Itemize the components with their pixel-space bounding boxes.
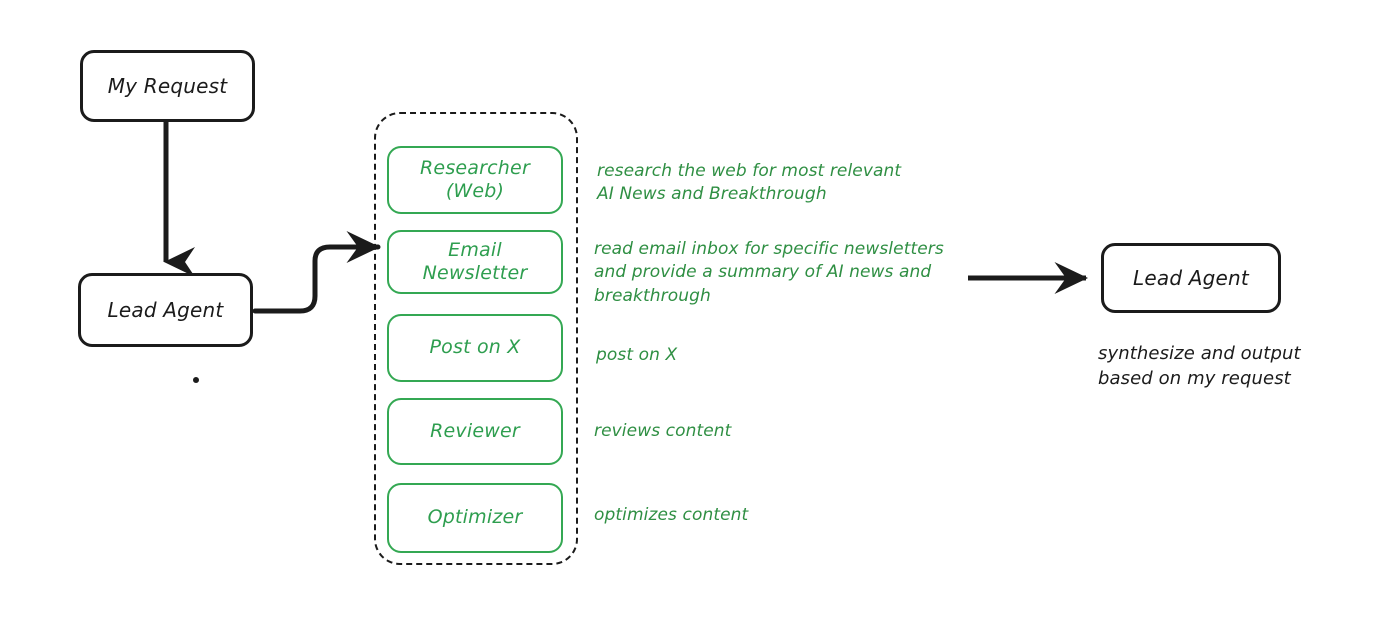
annotation-reviewer: reviews content xyxy=(594,421,732,441)
node-optimizer-label: Optimizer xyxy=(427,506,523,529)
ink-dot-mark xyxy=(193,377,199,383)
annotation-optimizer: optimizes content xyxy=(594,505,749,525)
node-reviewer[interactable]: Reviewer xyxy=(387,398,563,465)
node-lead-agent-left-label: Lead Agent xyxy=(107,297,224,322)
connector-lead-to-subagents xyxy=(252,230,381,314)
annotation-email-newsletter: read email inbox for specific newsletter… xyxy=(594,239,944,306)
node-my-request[interactable]: My Request xyxy=(80,50,255,122)
node-post-on-x-label: Post on X xyxy=(429,336,521,359)
node-researcher-web[interactable]: Researcher (Web) xyxy=(387,146,563,214)
node-lead-agent-left[interactable]: Lead Agent xyxy=(78,273,253,347)
subagent-group-container xyxy=(374,112,578,565)
node-lead-agent-right-label: Lead Agent xyxy=(1133,265,1249,290)
node-my-request-label: My Request xyxy=(107,73,228,98)
node-researcher-web-label: Researcher (Web) xyxy=(420,156,530,202)
annotation-post-on-x: post on X xyxy=(596,345,678,365)
node-optimizer[interactable]: Optimizer xyxy=(387,483,563,553)
node-reviewer-label: Reviewer xyxy=(430,419,520,442)
node-lead-agent-right[interactable]: Lead Agent xyxy=(1101,243,1281,313)
node-email-newsletter[interactable]: Email Newsletter xyxy=(387,230,563,294)
node-email-newsletter-label: Email Newsletter xyxy=(422,238,528,284)
node-post-on-x[interactable]: Post on X xyxy=(387,314,563,382)
annotation-researcher: research the web for most relevant AI Ne… xyxy=(597,161,902,205)
output-caption: synthesize and output based on my reques… xyxy=(1098,343,1301,389)
